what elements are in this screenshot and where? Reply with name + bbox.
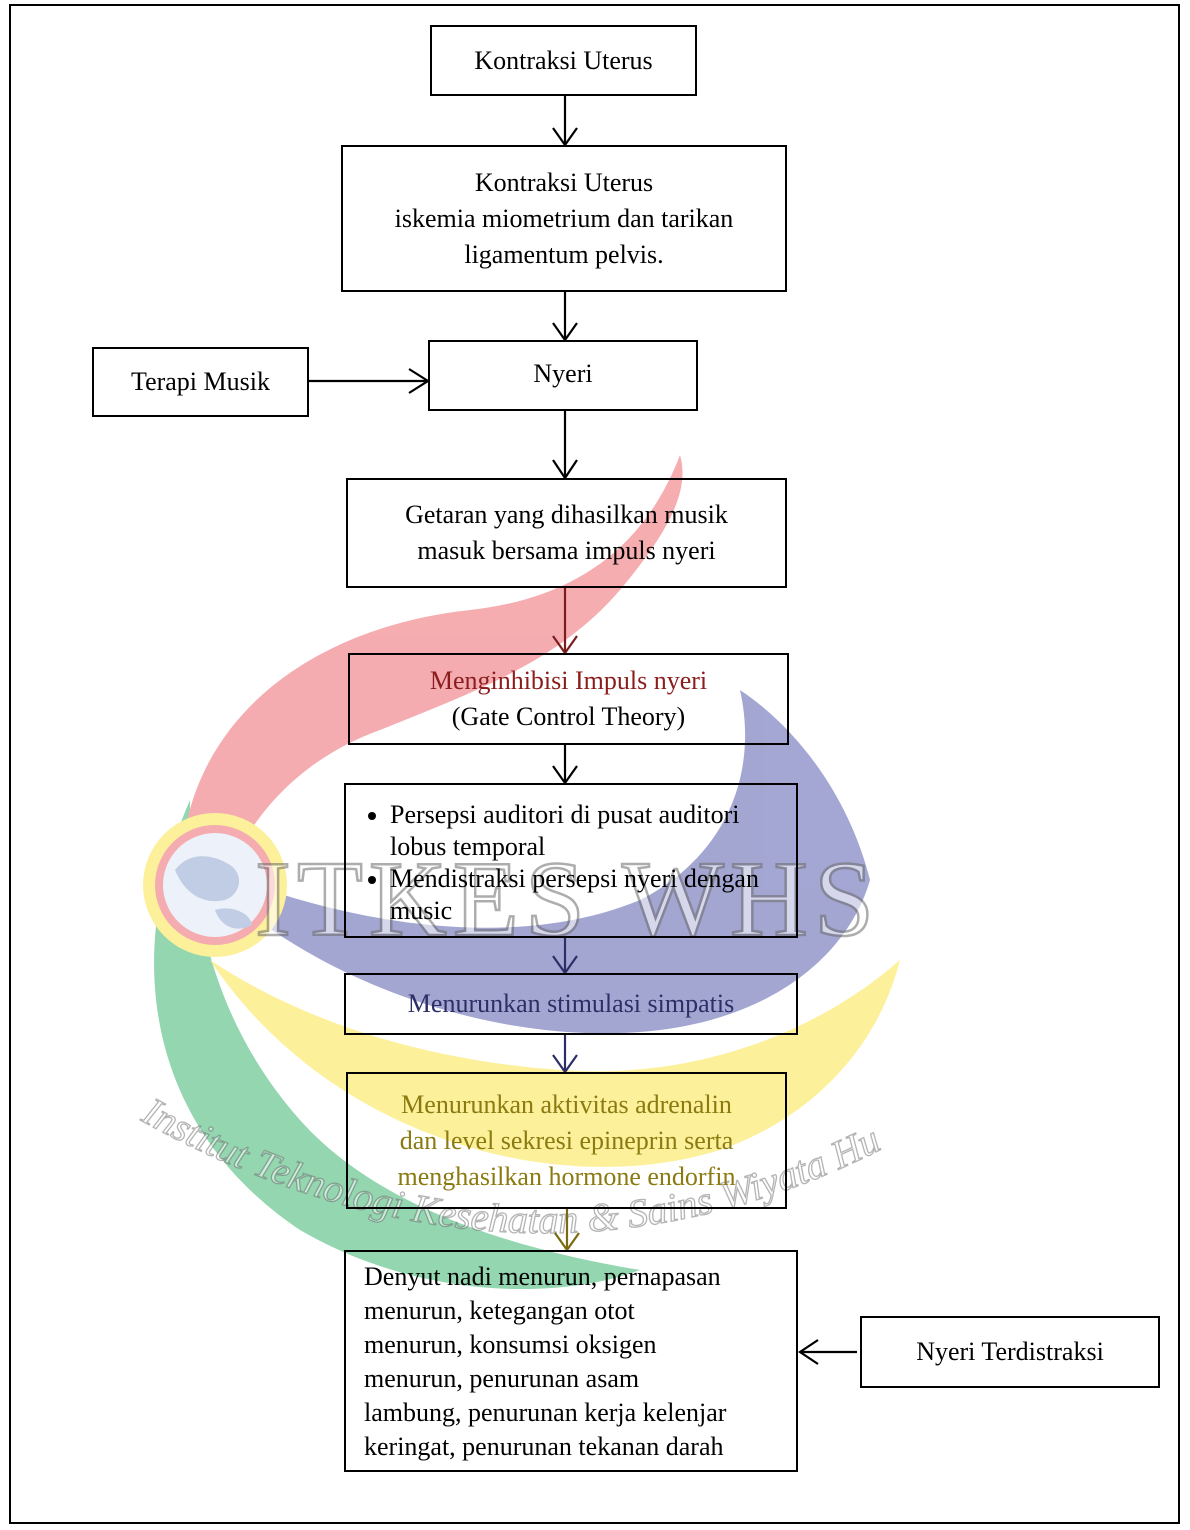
box-line: Menginhibisi Impuls nyeri (429, 666, 708, 695)
box-menginhibisi: Menginhibisi Impuls nyeri (Gate Control … (348, 653, 789, 745)
box-adrenalin: Menurunkan aktivitas adrenalin dan level… (346, 1072, 787, 1209)
bullet-item: Mendistraksi persepsi nyeri dengan music (390, 863, 770, 927)
box-simpatis: Menurunkan stimulasi simpatis (344, 973, 798, 1035)
box-label: Menurunkan stimulasi simpatis (407, 989, 735, 1018)
box-label: Terapi Musik (131, 367, 270, 396)
box-line: Getaran yang dihasilkan musik (405, 500, 728, 529)
box-line: masuk bersama impuls nyeri (417, 536, 716, 565)
box-nyeri-terdistraksi: Nyeri Terdistraksi (860, 1316, 1160, 1388)
box-iskemia: Kontraksi Uterus iskemia miometrium dan … (341, 145, 787, 292)
box-line: keringat, penurunan tekanan darah (364, 1432, 724, 1461)
box-kontraksi-uterus: Kontraksi Uterus (430, 25, 697, 96)
box-line: menghasilkan hormone endorfin (397, 1161, 736, 1191)
box-getaran: Getaran yang dihasilkan musik masuk bers… (346, 478, 787, 588)
box-nyeri: Nyeri (428, 340, 698, 411)
box-line: menurun, penurunan asam (364, 1364, 640, 1393)
box-label: Nyeri (533, 359, 593, 388)
box-line: lambung, penurunan kerja kelenjar (364, 1398, 727, 1427)
box-terapi-musik: Terapi Musik (92, 347, 309, 417)
box-label: Kontraksi Uterus (474, 45, 653, 75)
bullet-list: Persepsi auditori di pusat auditori lobu… (346, 799, 770, 927)
box-line: ligamentum pelvis. (464, 239, 664, 269)
box-label: Nyeri Terdistraksi (916, 1337, 1104, 1366)
box-line: (Gate Control Theory) (451, 702, 686, 731)
bullet-item: Persepsi auditori di pusat auditori lobu… (390, 799, 770, 863)
box-line: Denyut nadi menurun, pernapasan (364, 1262, 721, 1291)
diagram-frame (9, 4, 1180, 1524)
box-denyut-nadi: Denyut nadi menurun, pernapasan menurun,… (344, 1250, 798, 1472)
box-line: menurun, konsumsi oksigen (364, 1330, 657, 1359)
box-line: Menurunkan aktivitas adrenalin (401, 1089, 732, 1119)
box-persepsi: Persepsi auditori di pusat auditori lobu… (344, 783, 798, 938)
box-line: dan level sekresi epineprin serta (399, 1125, 734, 1155)
box-line: Kontraksi Uterus (474, 167, 654, 197)
box-line: menurun, ketegangan otot (364, 1296, 635, 1325)
box-line: iskemia miometrium dan tarikan (394, 203, 734, 233)
